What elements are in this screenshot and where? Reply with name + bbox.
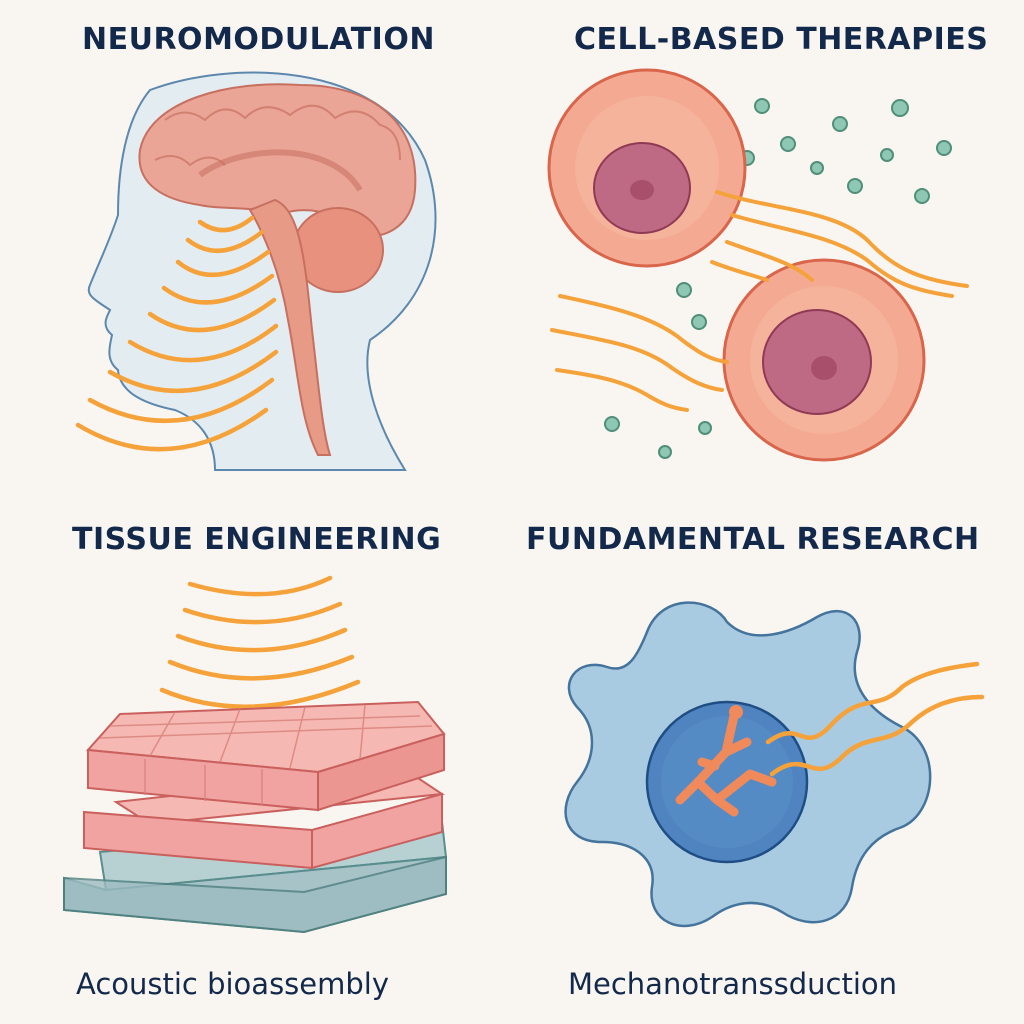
cell-icon: [722, 258, 926, 462]
panel-heading-neuromodulation: NEUROMODULATION: [82, 22, 435, 57]
cell-icon: [547, 68, 747, 268]
panel-heading-tissue: TISSUE ENGINEERING: [72, 522, 442, 557]
cells-scene: [547, 68, 969, 462]
tissue-scene: [63, 575, 448, 934]
caption-mechanotransduction: Mechanotranssduction: [568, 967, 898, 1001]
brainstem: [248, 198, 332, 456]
mechanotransduction-scene: [564, 601, 985, 928]
caption-acoustic-bioassembly: Acoustic bioassembly: [76, 967, 390, 1001]
acoustic-wave-icon: [75, 215, 279, 452]
acoustic-wave-icon: [765, 661, 985, 777]
acoustic-wave-icon: [550, 190, 969, 412]
panel-tissue-engineering: TISSUE ENGINEERING: [0, 512, 512, 1024]
acoustic-wave-icon: [159, 575, 361, 709]
panel-fundamental-research: FUNDAMENTAL RESEARCH Mechanotranssductio…: [512, 512, 1024, 1024]
panel-neuromodulation: NEUROMODULATION: [0, 0, 512, 512]
panel-heading-cell-based: CELL-BASED THERAPIES: [574, 22, 989, 57]
panel-cell-based-therapies: CELL-BASED THERAPIES: [512, 0, 1024, 512]
panel-heading-fundamental: FUNDAMENTAL RESEARCH: [526, 522, 980, 557]
head-brain-icon: [75, 71, 437, 471]
chromosome-icon: [675, 711, 777, 817]
brain-cortex: [138, 83, 417, 238]
particle-icon: [604, 98, 952, 459]
tissue-layer-icon: [85, 700, 446, 812]
